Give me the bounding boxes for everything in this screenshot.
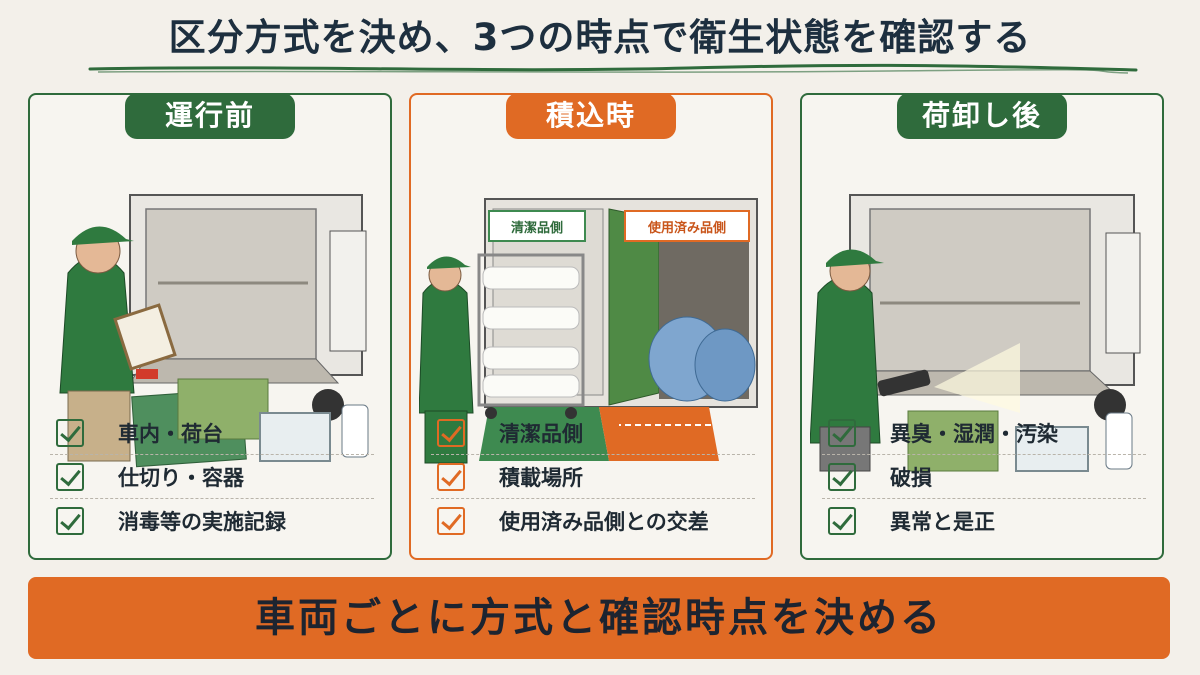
check-label: 清潔品側: [499, 421, 583, 446]
list-item: 異臭・湿潤・汚染: [822, 411, 1146, 455]
list-item: 消毒等の実施記録: [50, 499, 374, 543]
page-title: 区分方式を決め、3つの時点で衛生状態を確認する: [168, 16, 1032, 59]
checkbox-icon: [56, 462, 84, 491]
truck-inspection-illustration: [59, 194, 369, 468]
checkbox-icon: [828, 418, 856, 447]
checkbox-icon: [437, 462, 465, 491]
checkbox-icon: [437, 418, 465, 447]
list-item: 車内・荷台: [50, 411, 374, 455]
tag-loading: 積込時: [506, 93, 676, 139]
truck-loading-illustration: 清潔品側 使用済み品側: [419, 198, 758, 464]
checklist-before-operation: 車内・荷台 仕切り・容器 消毒等の実施記録: [50, 411, 374, 543]
check-label: 破損: [890, 465, 932, 490]
panel-loading: 清潔品側 使用済み品側 積込時 清潔品側 積載場所 使用済み品側との交差: [409, 93, 773, 560]
checklist-after-unloading: 異臭・湿潤・汚染 破損 異常と是正: [822, 411, 1146, 543]
list-item: 清潔品側: [431, 411, 755, 455]
tag-after-unloading: 荷卸し後: [897, 93, 1067, 139]
checklist-loading: 清潔品側 積載場所 使用済み品側との交差: [431, 411, 755, 543]
tag-before-operation: 運行前: [125, 93, 295, 139]
list-item: 異常と是正: [822, 499, 1146, 543]
check-label: 消毒等の実施記録: [118, 510, 286, 534]
check-label: 異常と是正: [890, 510, 995, 534]
check-label: 車内・荷台: [118, 421, 223, 446]
checkbox-icon: [828, 462, 856, 491]
check-label: 仕切り・容器: [118, 465, 244, 490]
title-underline: [88, 63, 1138, 74]
panel-before-operation: 運行前 車内・荷台 仕切り・容器 消毒等の実施記録: [28, 93, 392, 560]
sign-clean-side: 清潔品側: [511, 220, 563, 236]
list-item: 使用済み品側との交差: [431, 499, 755, 543]
truck-flashlight-illustration: [810, 194, 1141, 472]
checkbox-icon: [56, 418, 84, 447]
list-item: 仕切り・容器: [50, 455, 374, 499]
sign-used-side: 使用済み品側: [647, 220, 726, 236]
list-item: 積載場所: [431, 455, 755, 499]
list-item: 破損: [822, 455, 1146, 499]
panel-after-unloading: 荷卸し後 異臭・湿潤・汚染 破損 異常と是正: [800, 93, 1164, 560]
check-label: 使用済み品側との交差: [499, 510, 709, 534]
check-label: 積載場所: [499, 465, 583, 490]
checkbox-icon: [56, 507, 84, 535]
checkbox-icon: [828, 507, 856, 535]
bottom-banner: 車両ごとに方式と確認時点を決める: [28, 577, 1170, 659]
check-label: 異臭・湿潤・汚染: [890, 421, 1058, 446]
checkbox-icon: [437, 507, 465, 535]
